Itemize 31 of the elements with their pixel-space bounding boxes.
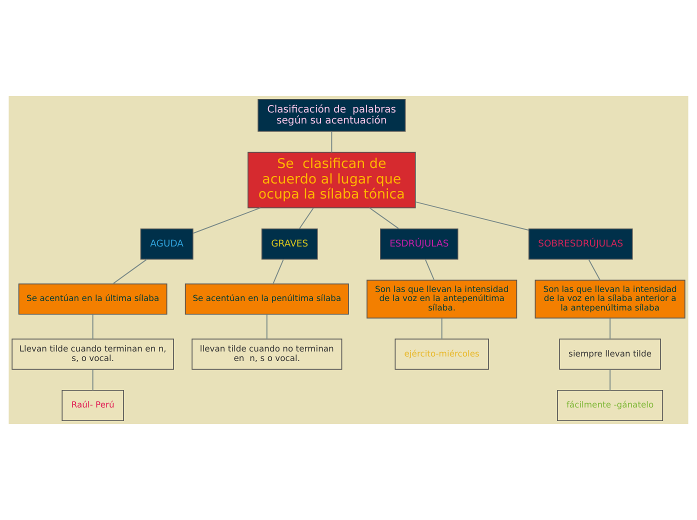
node-box: Llevan tilde cuando terminan en n, s, o vocal. <box>12 338 174 370</box>
node-box: Se acentúan en la penúltima sílaba <box>184 284 349 315</box>
connector <box>610 318 611 339</box>
node-box: siempre llevan tilde <box>559 338 661 370</box>
node-box: ejército-miércoles <box>394 338 489 370</box>
node-box: Se acentúan en la última sílaba <box>18 284 168 315</box>
connector <box>416 201 529 231</box>
connector <box>112 258 148 284</box>
connector <box>424 258 435 280</box>
node-box: Clasificación de palabras según su acentuación <box>258 98 406 132</box>
connector <box>272 258 284 284</box>
node-box: AGUDA <box>140 228 194 260</box>
node-box: Raúl- Perú <box>62 390 124 422</box>
connector <box>588 258 600 280</box>
connector <box>266 314 268 339</box>
node-box: GRAVES <box>261 228 318 260</box>
node-box: llevan tilde cuando no terminan en n, s o vocal. <box>192 338 342 370</box>
connector <box>610 369 611 390</box>
connector <box>369 207 400 230</box>
connector <box>92 314 94 339</box>
connector <box>331 131 332 152</box>
connector <box>299 208 314 229</box>
connector <box>441 318 442 339</box>
node-box: Son las que llevan la intensidad de la voz en la sílaba anterior a la antepenúltima sílaba <box>534 280 686 318</box>
node-box: Son las que llevan la intensidad de la voz en la antepenúltima sílaba. <box>366 280 518 318</box>
connector <box>92 369 94 390</box>
node-box: ESDRÚJULAS <box>380 228 458 260</box>
connector <box>193 207 261 234</box>
node-box: Se clasifican de acuerdo al lugar que ocupa la sílaba tónica <box>248 152 416 208</box>
node-box: fácilmente -gánatelo <box>557 390 664 422</box>
node-box: SOBRESDRÚJULAS <box>528 228 633 260</box>
